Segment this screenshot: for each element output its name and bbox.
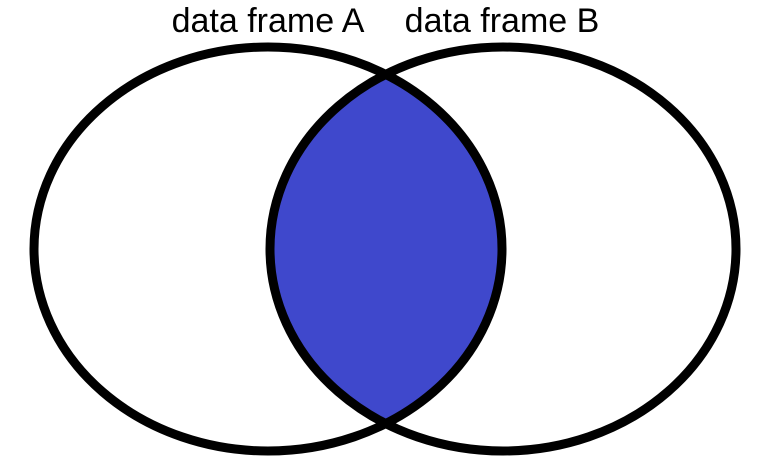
intersection-region (270, 47, 502, 451)
set-b-label: data frame B (405, 2, 600, 40)
set-b-ellipse (265, 42, 741, 456)
set-a-ellipse (29, 42, 507, 456)
set-a-label: data frame A (172, 2, 365, 40)
